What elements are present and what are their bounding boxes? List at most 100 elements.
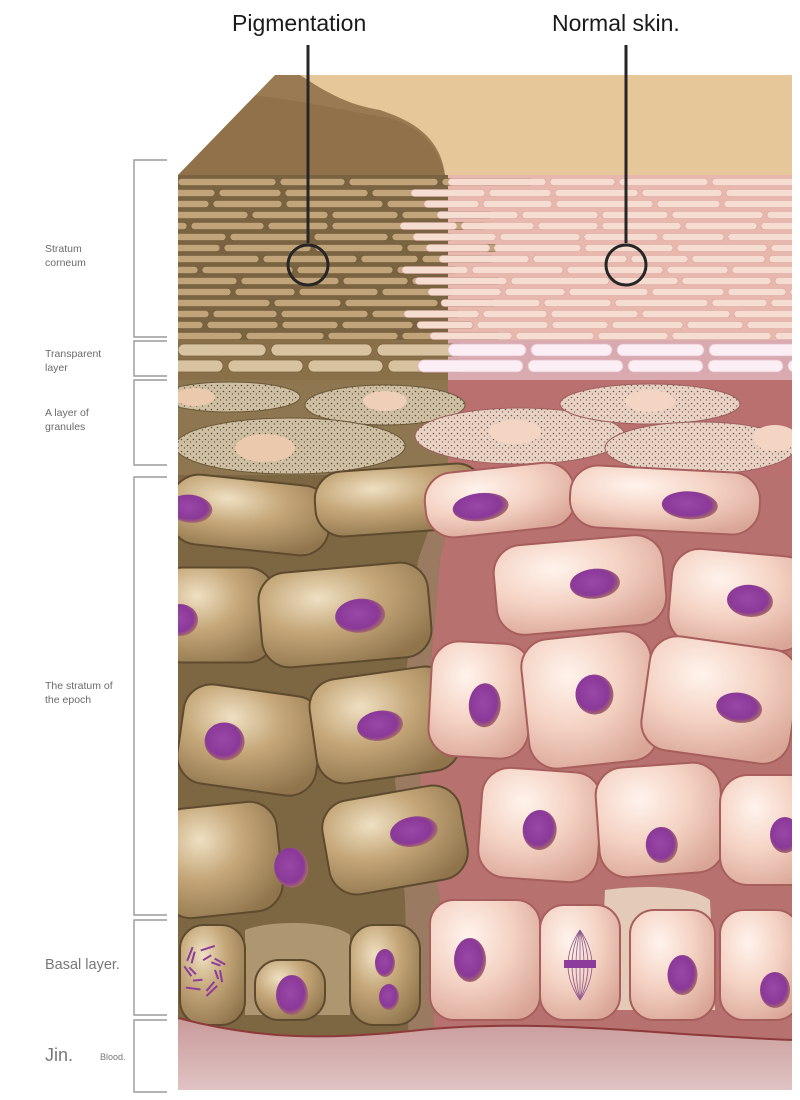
corneum-lamella [251, 211, 329, 219]
cell-nucleus [454, 938, 486, 982]
cell-nucleus [661, 491, 718, 520]
corneum-lamella [727, 288, 787, 296]
layer-bracket [133, 476, 167, 916]
chromosome [205, 981, 216, 992]
epidermal-cell [667, 547, 792, 653]
corneum-lamella [412, 233, 497, 241]
epidermal-cell [178, 566, 276, 664]
corneum-lamella [711, 299, 768, 307]
corneum-lamella [416, 321, 474, 329]
corneum-lamella [671, 211, 764, 219]
corneum-lamella [684, 222, 758, 230]
corneum-lamella [686, 321, 744, 329]
corneum-lamella [178, 332, 243, 340]
cell-nucleus [570, 568, 620, 599]
epidermal-cell [492, 534, 668, 636]
transparent-cell [627, 359, 704, 373]
chromosome [200, 944, 216, 952]
basal-cell [539, 904, 621, 1021]
pigmentation-pointer [286, 45, 330, 287]
chromosome [214, 969, 220, 980]
corneum-lamella [499, 233, 581, 241]
corneum-lamella [550, 310, 639, 318]
corneum-lamella [614, 299, 709, 307]
corneum-lamella [543, 299, 612, 307]
corneum-lamella [190, 222, 265, 230]
transparent-cell [787, 359, 792, 373]
corneum-lamella [403, 310, 480, 318]
chromosome [202, 954, 212, 962]
corneum-lamella [423, 200, 480, 208]
corneum-lamella [285, 200, 384, 208]
layer-bracket [133, 1019, 167, 1093]
corneum-lamella [551, 321, 609, 329]
corneum-lamella [313, 233, 389, 241]
corneum-lamella [298, 288, 379, 296]
corneum-lamella [245, 332, 325, 340]
cell-nucleus [716, 692, 762, 723]
corneum-lamella [178, 189, 216, 197]
corneum-lamella [711, 178, 792, 186]
cell-body [178, 800, 284, 920]
cell-body [719, 774, 792, 886]
corneum-lamella [178, 178, 277, 186]
corneum-lamella [178, 299, 271, 307]
cell-body [178, 566, 276, 664]
corneum-lamella [447, 178, 547, 186]
corneum-lamella [281, 321, 339, 329]
corneum-lamella [661, 233, 725, 241]
cell-nucleus [770, 817, 792, 853]
corneum-lamella [774, 332, 792, 340]
corneum-lamella [178, 211, 249, 219]
corneum-lamella [611, 321, 684, 329]
corneum-lamella [641, 189, 723, 197]
layer-label-basal: Basal layer. [45, 957, 120, 973]
granular-layer [178, 381, 792, 475]
corneum-lamella [341, 321, 414, 329]
epidermal-cell [321, 784, 469, 896]
layer-bracket [133, 919, 167, 1016]
corneum-lamella [399, 222, 458, 230]
layer-brackets [133, 159, 167, 1093]
corneum-lamella [178, 244, 221, 252]
cell-nucleus [645, 826, 678, 863]
corneum-lamella [760, 222, 792, 230]
layer-bracket [133, 159, 167, 338]
corneum-lamella [273, 299, 342, 307]
chromosome [183, 965, 193, 977]
transparent-cell [270, 343, 373, 357]
chromosome-plate [564, 960, 596, 968]
epidermal-cell [178, 800, 309, 920]
corneum-lamella [733, 310, 792, 318]
transparent-cell [178, 359, 224, 373]
corneum-lamella [641, 310, 731, 318]
cell-nucleus [727, 584, 773, 617]
corneum-lamella [218, 189, 282, 197]
corneum-lamella [727, 233, 792, 241]
transparent-cell [178, 343, 267, 357]
basal-cell [179, 924, 246, 1026]
cell-nucleus [760, 972, 790, 1008]
corneum-lamella [178, 200, 210, 208]
corneum-lamella [327, 332, 399, 340]
skin-block [178, 75, 792, 1090]
corneum-lamella [284, 189, 369, 197]
corneum-lamella [296, 266, 394, 274]
epidermal-cell [568, 464, 762, 536]
corneum-lamella [178, 321, 204, 329]
corneum-lamella [178, 310, 210, 318]
transparent-cell [616, 343, 705, 357]
transparent-cell [530, 343, 613, 357]
corneum-lamella [770, 244, 792, 252]
corneum-lamella [206, 321, 279, 329]
transparent-cell [307, 359, 384, 373]
cell-body [719, 909, 792, 1021]
epidermal-cell [257, 561, 433, 669]
corneum-lamella [768, 255, 792, 263]
corneum-lamella [766, 211, 792, 219]
chromosome [185, 986, 201, 991]
cell-body [179, 924, 246, 1026]
corneum-lamella [348, 178, 439, 186]
